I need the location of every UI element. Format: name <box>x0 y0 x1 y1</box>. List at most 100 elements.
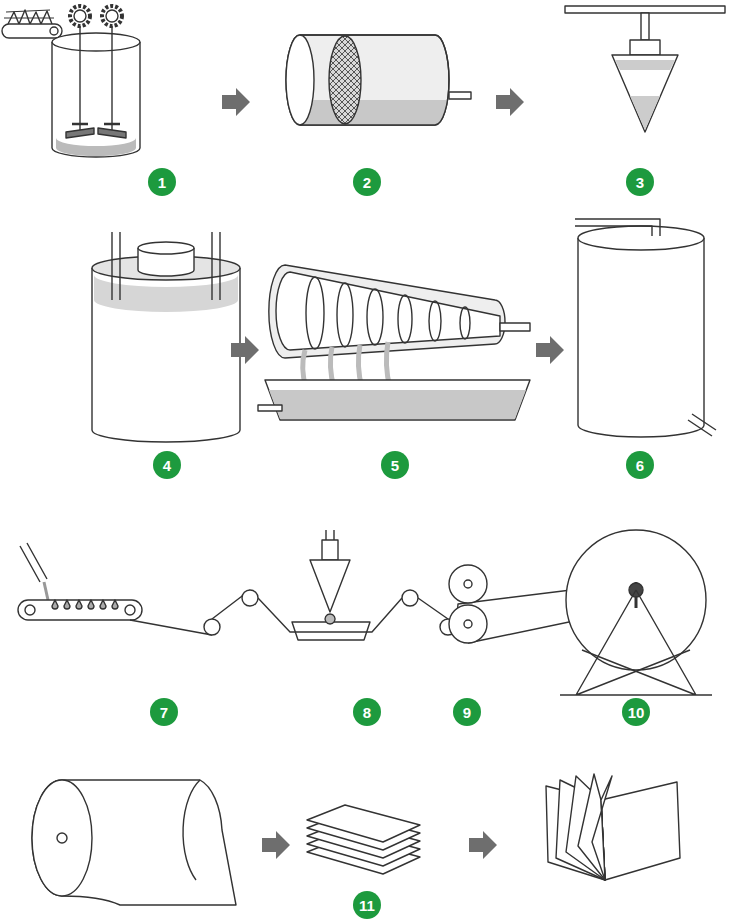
pulper-vat-part <box>52 42 140 157</box>
washing-drum-part <box>429 301 441 341</box>
screening-cylinder-part <box>449 92 471 99</box>
pulper-vat-part <box>70 6 90 26</box>
paper-machine-part <box>325 530 326 540</box>
flow-arrow-part <box>469 831 497 859</box>
bleach-tank <box>92 232 240 442</box>
paper-machine-part <box>566 530 706 670</box>
pulper-vat-part <box>66 128 126 138</box>
flow-arrow-part <box>496 88 524 116</box>
paper-machine-part <box>560 590 712 695</box>
paper-roll-part <box>32 780 236 905</box>
cleaner-cone-part <box>615 60 675 70</box>
paper-roll-part <box>32 780 92 896</box>
pulper-vat-part <box>50 27 58 35</box>
pulper-vat-part <box>111 26 112 130</box>
paper-machine <box>18 530 712 695</box>
cleaner-cone-part <box>630 96 660 130</box>
step-number-text: 3 <box>636 175 644 190</box>
step-number: 11 <box>353 891 381 919</box>
step-number: 9 <box>453 698 481 726</box>
step-number: 8 <box>353 698 381 726</box>
washing-drum-part <box>265 380 530 420</box>
step-number: 4 <box>153 451 181 479</box>
cleaner-cone-part <box>641 13 649 40</box>
washing-drum-part <box>337 283 353 347</box>
washing-drum-part <box>398 295 412 343</box>
paper-roll-part <box>183 780 200 880</box>
paper-roll <box>32 780 236 905</box>
paper-machine-part <box>402 590 418 606</box>
paper-machine-part <box>292 622 370 640</box>
paper-machine-part <box>449 565 487 603</box>
bleach-tank-part <box>211 232 212 300</box>
paper-machine-part <box>52 600 118 609</box>
washing-drum-part <box>306 277 324 349</box>
paper-machine-part <box>449 605 487 643</box>
stock-tank-part <box>688 414 716 436</box>
pulper-vat-part <box>2 24 62 38</box>
bleach-tank-part <box>119 232 120 300</box>
step-number: 3 <box>626 168 654 196</box>
bleach-tank-part <box>111 232 112 300</box>
step-number-text: 9 <box>463 705 471 720</box>
screening-cylinder-part <box>300 35 449 125</box>
screening-cylinder-part <box>329 36 361 124</box>
paper-machine-part <box>464 620 472 628</box>
stock-tank-part <box>578 238 704 437</box>
paper-machine-part <box>18 600 142 620</box>
flow-arrow <box>222 88 564 859</box>
stock-tank-part <box>575 219 660 236</box>
paper-roll-part <box>57 833 67 843</box>
washing-drum <box>258 265 530 420</box>
step-number-text: 6 <box>636 458 644 473</box>
flow-arrow-part <box>231 336 259 364</box>
paper-machine-part <box>322 540 338 560</box>
washing-drum-part <box>276 272 500 350</box>
cleaner-cone-part <box>612 55 678 132</box>
paper-machine-part <box>464 580 472 588</box>
step-number-text: 10 <box>628 705 645 720</box>
step-number-text: 5 <box>391 458 399 473</box>
bleach-tank-part <box>92 268 240 442</box>
screening-cylinder-part <box>286 35 314 125</box>
paper-machine-part <box>44 582 48 600</box>
pulper-vat-part <box>106 10 118 22</box>
washing-drum-part <box>367 289 383 345</box>
pulper-vat-part <box>72 123 120 126</box>
step-number-text: 4 <box>163 458 171 473</box>
pulper-vat-part <box>56 138 136 156</box>
step-number-text: 11 <box>359 898 375 913</box>
pulper-vat-part <box>74 10 86 22</box>
step-number: 6 <box>626 451 654 479</box>
flow-arrow-part <box>222 88 250 116</box>
pulper-vat-part <box>79 26 80 130</box>
cleaner-cone-part <box>565 6 725 13</box>
washing-drum-part <box>460 307 470 339</box>
booklet-part <box>601 782 680 880</box>
screening-cylinder <box>280 35 471 130</box>
pulper-vat-part <box>102 6 122 26</box>
paper-machine-part <box>333 530 334 540</box>
step-number: 1 <box>148 168 176 196</box>
step-number: 2 <box>353 168 381 196</box>
booklet-part <box>592 776 612 880</box>
bleach-tank-part <box>138 242 194 254</box>
cleaner-cone-part <box>630 40 660 55</box>
paper-machine-part <box>20 543 47 582</box>
washing-drum-part <box>500 323 530 331</box>
paper-machine-part <box>25 605 35 615</box>
stock-tank <box>575 219 716 437</box>
pulper-vat-part <box>4 10 54 18</box>
step-number: 5 <box>381 451 409 479</box>
step-number: 10 <box>622 698 650 726</box>
cleaner-cone <box>565 6 725 132</box>
paper-machine-part <box>130 582 636 643</box>
washing-drum-part <box>258 405 282 411</box>
bleach-tank-part <box>219 232 220 300</box>
step-number-text: 1 <box>158 175 166 190</box>
pulper-vat-part <box>52 33 140 51</box>
stock-tank-part <box>578 226 704 250</box>
